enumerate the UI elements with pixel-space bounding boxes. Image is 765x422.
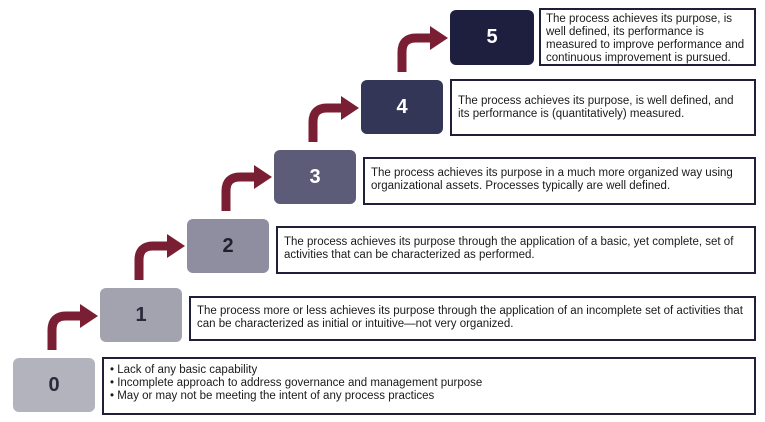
level-0-number: 0 bbox=[48, 373, 60, 396]
level-1-box: 1 bbox=[100, 288, 182, 342]
level-0-bullet-1: • Lack of any basic capability bbox=[110, 364, 258, 376]
level-0-bullet-2: • Incomplete approach to address governa… bbox=[110, 377, 483, 389]
level-4-description: The process achieves its purpose, is wel… bbox=[450, 79, 756, 136]
level-3-box: 3 bbox=[274, 150, 356, 204]
level-3-number: 3 bbox=[309, 165, 321, 188]
step-arrow-icon-1 bbox=[47, 304, 98, 350]
level-5-box: 5 bbox=[450, 10, 534, 65]
level-1-description: The process more or less achieves its pu… bbox=[189, 296, 756, 341]
level-5-description: The process achieves its purpose, is wel… bbox=[539, 8, 756, 66]
level-0-box: 0 bbox=[13, 358, 95, 412]
level-1-text: The process more or less achieves its pu… bbox=[197, 305, 743, 330]
level-2-text: The process achieves its purpose through… bbox=[284, 236, 734, 261]
level-3-description: The process achieves its purpose in a mu… bbox=[363, 157, 756, 205]
level-3-text: The process achieves its purpose in a mu… bbox=[371, 167, 733, 192]
level-5-number: 5 bbox=[486, 26, 498, 48]
level-2-box: 2 bbox=[187, 219, 269, 273]
level-2-number: 2 bbox=[222, 234, 234, 257]
step-arrow-icon-4 bbox=[308, 96, 359, 142]
level-1-number: 1 bbox=[135, 303, 147, 326]
level-4-number: 4 bbox=[396, 95, 408, 118]
step-arrow-icon-3 bbox=[221, 165, 272, 211]
level-4-box: 4 bbox=[361, 80, 443, 134]
level-4-text: The process achieves its purpose, is wel… bbox=[458, 95, 734, 120]
step-arrow-icon-2 bbox=[134, 234, 185, 280]
level-5-text: The process achieves its purpose, is wel… bbox=[546, 13, 745, 64]
level-0-bullet-3: • May or may not be meeting the intent o… bbox=[110, 390, 435, 402]
step-arrow-icon-5 bbox=[397, 26, 448, 72]
level-0-description: • Lack of any basic capability • Incompl… bbox=[102, 357, 756, 415]
level-2-description: The process achieves its purpose through… bbox=[276, 226, 756, 274]
